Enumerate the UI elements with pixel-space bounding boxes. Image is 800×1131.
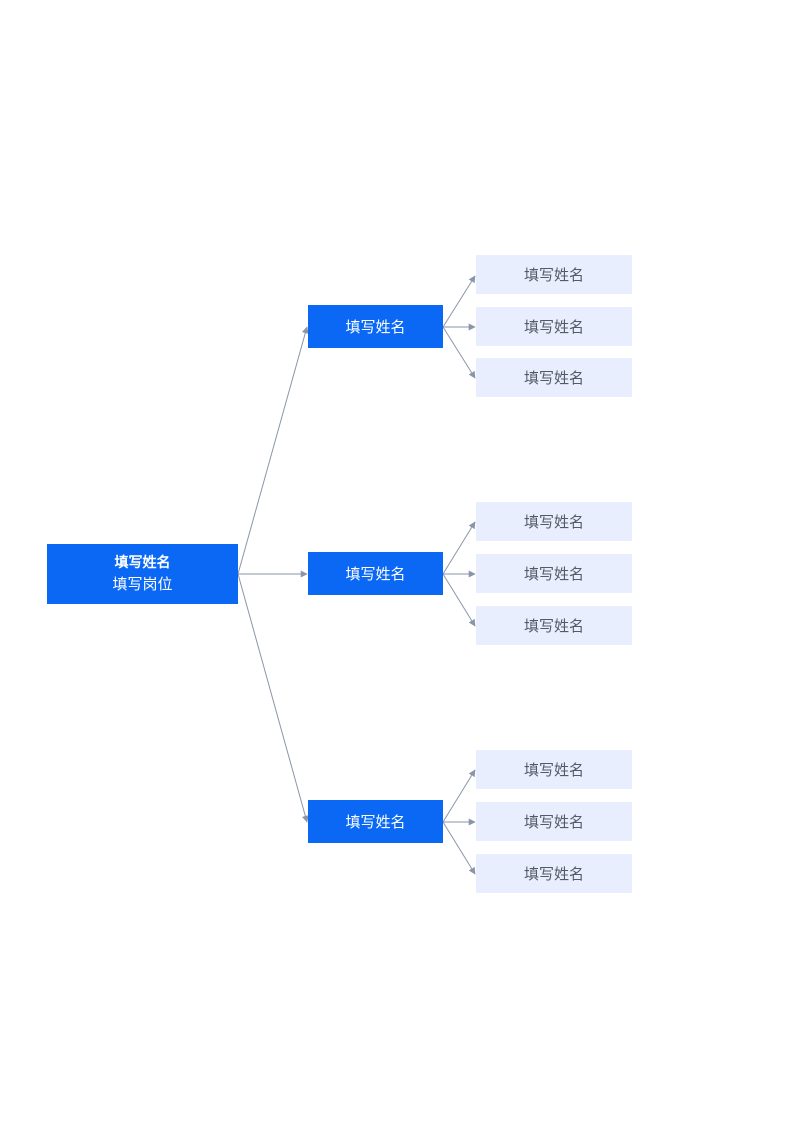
leaf-node-2-2[interactable]: 填写姓名 [476,554,632,593]
connector-branch-1-leaf-3 [442,326,476,379]
branch-node-1[interactable]: 填写姓名 [308,305,443,348]
connector-root-branch-3 [237,573,309,823]
root-name: 填写姓名 [114,555,171,571]
leaf-node-1-1[interactable]: 填写姓名 [476,255,632,294]
root-title: 填写岗位 [112,575,173,593]
leaf-name: 填写姓名 [523,565,584,583]
leaf-name: 填写姓名 [523,318,584,336]
root-node[interactable]: 填写姓名 填写岗位 [47,544,238,604]
branch-name: 填写姓名 [345,813,406,831]
connector-branch-1-leaf-1 [442,275,476,328]
leaf-node-1-2[interactable]: 填写姓名 [476,307,632,346]
leaf-node-3-2[interactable]: 填写姓名 [476,802,632,841]
leaf-name: 填写姓名 [523,761,584,779]
connector-root-branch-1 [237,326,309,575]
leaf-node-1-3[interactable]: 填写姓名 [476,358,632,397]
branch-node-2[interactable]: 填写姓名 [308,552,443,595]
leaf-node-2-1[interactable]: 填写姓名 [476,502,632,541]
connector-branch-3-leaf-3 [442,821,476,875]
leaf-name: 填写姓名 [523,513,584,531]
connector-branch-2-leaf-1 [442,521,476,575]
leaf-name: 填写姓名 [523,369,584,387]
branch-name: 填写姓名 [345,318,406,336]
leaf-name: 填写姓名 [523,266,584,284]
leaf-node-3-3[interactable]: 填写姓名 [476,854,632,893]
leaf-name: 填写姓名 [523,865,584,883]
connector-branch-3-leaf-1 [442,769,476,823]
leaf-name: 填写姓名 [523,617,584,635]
branch-name: 填写姓名 [345,565,406,583]
branch-node-3[interactable]: 填写姓名 [308,800,443,843]
connector-branch-2-leaf-3 [442,573,476,627]
leaf-node-3-1[interactable]: 填写姓名 [476,750,632,789]
leaf-name: 填写姓名 [523,813,584,831]
leaf-node-2-3[interactable]: 填写姓名 [476,606,632,645]
